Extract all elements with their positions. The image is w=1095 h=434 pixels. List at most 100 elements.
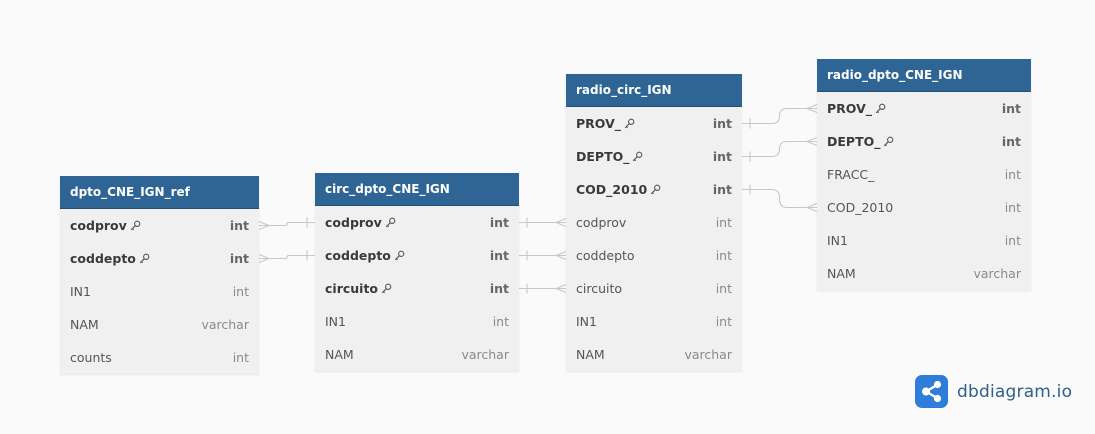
field-type: int bbox=[1004, 233, 1021, 248]
primary-key-icon bbox=[624, 118, 635, 129]
field-type: varchar bbox=[973, 266, 1021, 281]
field-type: varchar bbox=[684, 347, 732, 362]
field-type: int bbox=[1004, 200, 1021, 215]
field-name-text: codprov bbox=[325, 215, 382, 230]
field-name-text: PROV_ bbox=[827, 101, 873, 116]
primary-key-icon bbox=[883, 136, 894, 147]
field-name-text: IN1 bbox=[576, 314, 597, 329]
many-crowfoot-icon bbox=[806, 103, 818, 114]
field-row-nam[interactable]: NAM varchar bbox=[817, 257, 1031, 290]
many-crowfoot-icon bbox=[555, 217, 567, 228]
field-type: int bbox=[489, 281, 509, 296]
field-type: int bbox=[712, 149, 732, 164]
field-name-text: NAM bbox=[70, 317, 99, 332]
field-row-coddepto[interactable]: coddepto int bbox=[566, 239, 742, 272]
field-type: int bbox=[1001, 134, 1021, 149]
field-name: IN1 bbox=[827, 224, 848, 257]
field-type: int bbox=[492, 314, 509, 329]
field-row-coddepto[interactable]: coddepto int bbox=[315, 239, 519, 272]
field-row-nam[interactable]: NAM varchar bbox=[60, 308, 259, 341]
field-row-codprov[interactable]: codprov int bbox=[315, 206, 519, 239]
field-row-in1[interactable]: IN1 int bbox=[817, 224, 1031, 257]
field-row-depto[interactable]: DEPTO_int bbox=[817, 125, 1031, 158]
crowfoot-upper bbox=[555, 217, 567, 224]
field-name: codprov bbox=[70, 209, 141, 242]
field-name-text: NAM bbox=[827, 266, 856, 281]
field-type: int bbox=[489, 215, 509, 230]
field-row-circuito[interactable]: circuito int bbox=[315, 272, 519, 305]
table-header[interactable]: dpto_CNE_IGN_ref bbox=[60, 176, 259, 209]
field-type: varchar bbox=[201, 317, 249, 332]
field-row-prov[interactable]: PROV_int bbox=[566, 107, 742, 140]
field-name-text: COD_2010 bbox=[827, 200, 894, 215]
field-name-text: IN1 bbox=[325, 314, 346, 329]
field-type: varchar bbox=[461, 347, 509, 362]
crowfoot-lower bbox=[555, 254, 567, 261]
relationship-line bbox=[742, 140, 817, 158]
crowfoot-upper bbox=[806, 103, 818, 110]
field-name-text: coddepto bbox=[576, 248, 635, 263]
field-row-in1[interactable]: IN1 int bbox=[315, 305, 519, 338]
field-type: int bbox=[715, 314, 732, 329]
table-header[interactable]: radio_circ_IGN bbox=[566, 74, 742, 107]
primary-key-icon bbox=[650, 184, 661, 195]
field-row-nam[interactable]: NAM varchar bbox=[315, 338, 519, 371]
field-name: PROV_ bbox=[576, 107, 635, 140]
field-name: IN1 bbox=[325, 305, 346, 338]
field-type: int bbox=[715, 215, 732, 230]
field-name-text: circuito bbox=[325, 281, 379, 296]
field-name-text: NAM bbox=[325, 347, 354, 362]
crowfoot-lower bbox=[806, 140, 818, 147]
field-row-prov[interactable]: PROV_ int bbox=[817, 92, 1031, 125]
field-name: codprov bbox=[325, 206, 396, 239]
field-type: int bbox=[715, 248, 732, 263]
primary-key-icon bbox=[394, 250, 405, 261]
field-name-text: counts bbox=[70, 350, 112, 365]
crowfoot-lower bbox=[555, 287, 567, 294]
field-name: coddepto bbox=[70, 242, 150, 275]
dbdiagram-logo-icon bbox=[915, 375, 948, 408]
field-name-text: coddepto bbox=[325, 248, 391, 263]
table-header[interactable]: circ_dpto_CNE_IGN bbox=[315, 173, 519, 206]
field-row-depto[interactable]: DEPTO_int bbox=[566, 140, 742, 173]
brand-watermark[interactable]: dbdiagram.io bbox=[915, 375, 1072, 408]
field-name: circuito bbox=[576, 272, 622, 305]
field-type: int bbox=[1001, 101, 1021, 116]
primary-key-icon bbox=[139, 253, 150, 264]
field-row-nam[interactable]: NAM varchar bbox=[566, 338, 742, 371]
crowfoot-lower bbox=[806, 107, 818, 114]
field-name-text: codprov bbox=[70, 218, 127, 233]
table-header[interactable]: radio_dpto_CNE_IGN bbox=[817, 59, 1031, 92]
field-name-text: COD_2010 bbox=[576, 182, 648, 197]
primary-key-icon bbox=[875, 103, 886, 114]
field-row-in1[interactable]: IN1 int bbox=[566, 305, 742, 338]
relationship-line bbox=[259, 221, 315, 227]
field-name-text: IN1 bbox=[827, 233, 848, 248]
field-row-fracc[interactable]: FRACC_ int bbox=[817, 158, 1031, 191]
field-type: int bbox=[232, 350, 249, 365]
field-name: PROV_ bbox=[827, 92, 886, 125]
field-type: int bbox=[1004, 167, 1021, 182]
crowfoot-upper bbox=[806, 136, 818, 143]
field-name: coddepto bbox=[576, 239, 635, 272]
field-row-cod-2010[interactable]: COD_2010 int bbox=[817, 191, 1031, 224]
field-name: NAM bbox=[576, 338, 605, 371]
field-type: int bbox=[489, 248, 509, 263]
relationship-line bbox=[259, 254, 315, 260]
many-crowfoot-icon bbox=[555, 250, 567, 261]
field-row-counts[interactable]: counts int bbox=[60, 341, 259, 374]
relationship-line bbox=[742, 188, 817, 209]
field-name-text: FRACC_ bbox=[827, 167, 875, 182]
crowfoot-upper bbox=[258, 220, 270, 227]
